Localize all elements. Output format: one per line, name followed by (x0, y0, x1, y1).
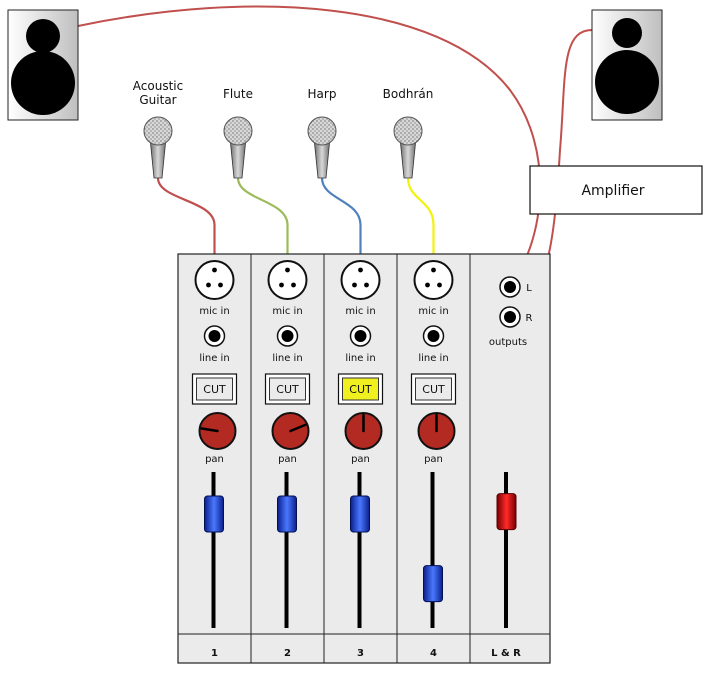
fader-knob[interactable] (204, 495, 224, 533)
channel-strip-1: mic in line in CUT pan 1 (191, 260, 238, 659)
cut-button-label: CUT (203, 383, 226, 396)
pan-label: pan (278, 454, 297, 465)
line-in-jack-icon[interactable] (276, 325, 299, 347)
mic-in-label: mic in (345, 306, 375, 317)
microphone-head-icon (307, 116, 337, 146)
outputs-label: outputs (489, 337, 527, 348)
pan-knob[interactable] (417, 412, 456, 450)
cut-button-label: CUT (422, 383, 445, 396)
mic-in-xlr-icon[interactable] (413, 260, 454, 300)
output-left-jack[interactable] (499, 276, 521, 298)
fader-knob[interactable] (277, 495, 297, 533)
mic-in-xlr-icon[interactable] (194, 260, 235, 300)
amplifier: Amplifier (529, 165, 703, 215)
mixing-console (177, 253, 551, 664)
pan-label: pan (424, 454, 443, 465)
master-fader-knob[interactable] (496, 493, 517, 531)
line-in-label: line in (418, 353, 448, 364)
microphone-head-icon (393, 116, 423, 146)
fader-knob[interactable] (423, 565, 443, 603)
line-in-label: line in (199, 353, 229, 364)
microphone-3: Harp (307, 87, 362, 268)
channel-number: 4 (430, 648, 437, 659)
output-right-jack[interactable] (499, 306, 521, 328)
fader-knob[interactable] (350, 495, 370, 533)
channel-strips: mic in line in CUT pan 1 mic in line in CUT pan 2… (191, 260, 457, 659)
mic-in-xlr-icon[interactable] (340, 260, 381, 300)
cut-button-label: CUT (276, 383, 299, 396)
channel-number: 2 (284, 648, 291, 659)
left-speaker-cable (77, 5, 542, 287)
cut-button[interactable]: CUT (264, 373, 311, 405)
mic-in-xlr-icon[interactable] (267, 260, 308, 300)
pan-label: pan (205, 454, 224, 465)
master-channel-label: L & R (491, 648, 521, 659)
channel-strip-4: mic in line in CUT pan 4 (410, 260, 457, 659)
microphone-4: Bodhrán (383, 87, 435, 268)
microphone-head-icon (143, 116, 173, 146)
channel-number: 1 (211, 648, 218, 659)
mic-in-label: mic in (199, 306, 229, 317)
instrument-label: Flute (223, 87, 253, 101)
mic-in-label: mic in (418, 306, 448, 317)
line-in-jack-icon[interactable] (349, 325, 372, 347)
cut-button[interactable]: CUT (410, 373, 457, 405)
line-in-label: line in (272, 353, 302, 364)
line-in-jack-icon[interactable] (203, 325, 226, 347)
microphone-head-icon (223, 116, 253, 146)
pan-knob[interactable] (271, 412, 310, 450)
cut-button[interactable]: CUT (337, 373, 384, 405)
output-right-label: R (526, 313, 533, 324)
line-in-jack-icon[interactable] (422, 325, 445, 347)
instrument-label: Bodhrán (383, 87, 434, 101)
cut-button-label: CUT (349, 383, 372, 396)
amplifier-label: Amplifier (581, 183, 644, 199)
instrument-label: Acoustic (133, 79, 183, 93)
left-speaker (7, 9, 79, 121)
pan-knob[interactable] (198, 412, 237, 450)
microphone-2: Flute (223, 87, 289, 268)
channel-strip-2: mic in line in CUT pan 2 (264, 260, 311, 659)
line-in-label: line in (345, 353, 375, 364)
instrument-label-line2: Guitar (139, 93, 176, 107)
channel-strip-3: mic in line in CUT pan 3 (337, 260, 384, 659)
instrument-label: Harp (308, 87, 337, 101)
output-left-label: L (526, 283, 532, 294)
cut-button[interactable]: CUT (191, 373, 238, 405)
right-speaker (591, 9, 663, 121)
pan-label: pan (351, 454, 370, 465)
channel-number: 3 (357, 648, 364, 659)
master-section: L R outputs L & R (489, 276, 533, 659)
pan-knob[interactable] (344, 412, 383, 450)
mic-in-label: mic in (272, 306, 302, 317)
